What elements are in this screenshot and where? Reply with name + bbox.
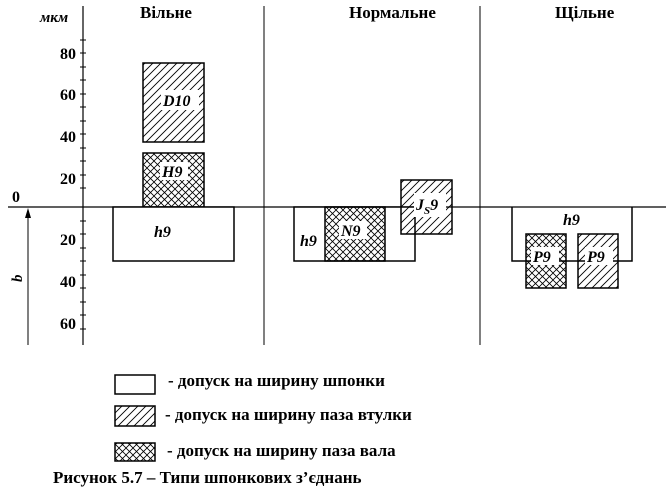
field-h9-hub-label-bg — [160, 162, 188, 180]
field-h9-key-free — [112, 206, 235, 262]
field-n9-label: N9 — [340, 223, 361, 240]
tick-label-minus-60: 60 — [60, 316, 76, 333]
field-h9-key-tight — [511, 207, 633, 262]
field-d10-label-bg — [161, 90, 199, 110]
field-h9-hub-label: H9 — [161, 164, 182, 181]
legend-swatch-hub — [114, 405, 156, 427]
b-label: b — [10, 274, 26, 282]
unit-label: мкм — [39, 10, 68, 26]
column-title-free: Вільне — [140, 3, 192, 22]
tick-label-40: 40 — [60, 129, 76, 146]
legend-text-key: - допуск на ширину шпонки — [168, 371, 385, 390]
legend-text-shaft: - допуск на ширину паза вала — [167, 441, 396, 460]
zero-label: 0 — [12, 189, 20, 206]
legend-text-hub: - допуск на ширину паза втулки — [165, 405, 412, 424]
field-n9-label-bg — [339, 221, 367, 239]
legend-swatch-shaft — [114, 442, 156, 462]
tick-label-minus-40: 40 — [60, 274, 76, 291]
field-p9-right-label-bg — [585, 247, 613, 265]
field-p9-left-label: P9 — [532, 249, 551, 266]
b-arrowhead — [25, 208, 31, 218]
field-p9-right-label: P9 — [586, 249, 605, 266]
tick-label-minus-20: 20 — [60, 232, 76, 249]
legend-swatch-key — [114, 374, 156, 395]
figure-caption: Рисунок 5.7 – Типи шпонкових з’єднань — [53, 468, 361, 487]
axis-ticks — [80, 39, 86, 330]
tick-label-60: 60 — [60, 87, 76, 104]
field-d10-label: D10 — [162, 93, 191, 110]
field-js9-label-bg — [414, 193, 446, 217]
field-h9-key-free-label: h9 — [154, 224, 171, 241]
field-h9-key-tight-label: h9 — [563, 212, 580, 229]
field-js9-label: JS9 — [415, 197, 438, 217]
column-title-normal: Нормальне — [349, 3, 436, 22]
tick-label-20: 20 — [60, 171, 76, 188]
field-h9-key-normal-label: h9 — [300, 233, 317, 250]
column-title-tight: Щільне — [555, 3, 615, 22]
tick-label-80: 80 — [60, 46, 76, 63]
field-p9-left-label-bg — [531, 247, 559, 265]
